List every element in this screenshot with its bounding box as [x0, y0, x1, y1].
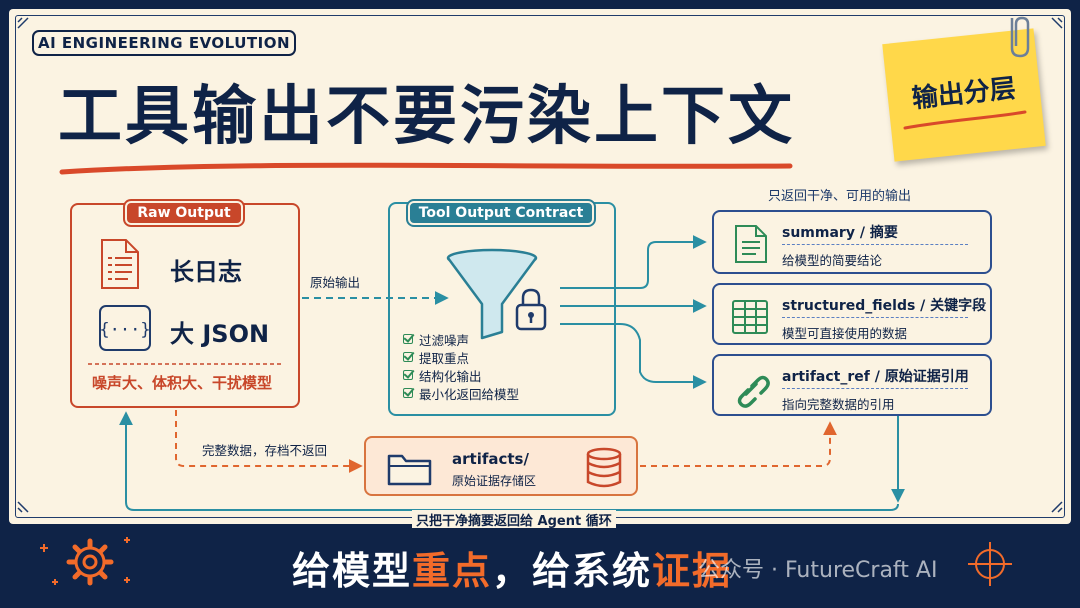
check-item: 提取重点 [403, 348, 519, 366]
artifacts-title: artifacts/ [452, 450, 529, 468]
check-item: 过滤噪声 [403, 330, 519, 348]
brand-pill: AI ENGINEERING EVOLUTION [32, 30, 296, 56]
check-item: 结构化输出 [403, 366, 519, 384]
raw-item-log: 长日志 [170, 258, 242, 286]
watermark: 公众号 · FutureCraft AI [698, 558, 938, 583]
outputs-caption: 只返回干净、可用的输出 [768, 189, 912, 204]
folder-icon [387, 454, 432, 486]
raw-output-label: Raw Output [125, 201, 243, 225]
raw-item-json: 大 JSON [170, 320, 270, 348]
output-title: structured_fields / 关键字段 [782, 298, 987, 314]
check-item: 最小化返回给模型 [403, 384, 519, 402]
page-title: 工具输出不要污染上下文 [58, 80, 795, 154]
contract-checklist: 过滤噪声 提取重点 结构化输出 最小化返回给模型 [403, 330, 519, 402]
artifacts-subtitle: 原始证据存储区 [452, 474, 537, 488]
raw-flow-label: 原始输出 [310, 275, 361, 290]
loop-label: 只把干净摘要返回给 Agent 循环 [412, 510, 616, 529]
divider [782, 388, 968, 389]
output-artifact-ref: artifact_ref / 原始证据引用 指向完整数据的引用 [712, 354, 992, 416]
divider [782, 244, 968, 245]
artifacts-box: artifacts/ 原始证据存储区 [364, 436, 638, 496]
footer-slogan: 给模型重点，给系统证据 [292, 549, 733, 593]
checkbox-icon [403, 388, 413, 398]
output-subtitle: 给模型的简要结论 [782, 253, 883, 268]
contract-box [388, 202, 616, 416]
checkbox-icon [403, 334, 413, 344]
crosshair-icon [968, 542, 1012, 586]
gear-icon [66, 538, 114, 586]
lock-icon [515, 288, 547, 331]
database-icon [586, 447, 622, 488]
output-structured-fields: structured_fields / 关键字段 模型可直接使用的数据 [712, 283, 992, 345]
bottom-bar [0, 528, 1080, 608]
sparkle-icon [40, 537, 130, 585]
output-title: artifact_ref / 原始证据引用 [782, 369, 969, 385]
checkbox-icon [403, 352, 413, 362]
svg-text:{···}: {···} [99, 320, 150, 340]
output-subtitle: 模型可直接使用的数据 [782, 326, 908, 341]
contract-label: Tool Output Contract [408, 201, 594, 225]
funnel-icon [446, 248, 538, 340]
table-icon [732, 300, 768, 334]
document-icon [101, 239, 139, 289]
output-subtitle: 指向完整数据的引用 [782, 397, 895, 412]
checkbox-icon [403, 370, 413, 380]
archive-flow-label: 完整数据，存档不返回 [202, 443, 328, 458]
output-summary: summary / 摘要 给模型的简要结论 [712, 210, 992, 274]
paperclip-icon [1010, 16, 1030, 58]
divider [782, 317, 968, 318]
link-icon [737, 375, 770, 408]
raw-output-note: 噪声大、体积大、干扰模型 [92, 374, 273, 392]
json-braces-icon: {···} [99, 305, 151, 351]
document-green-icon [735, 225, 767, 263]
output-title: summary / 摘要 [782, 225, 898, 241]
